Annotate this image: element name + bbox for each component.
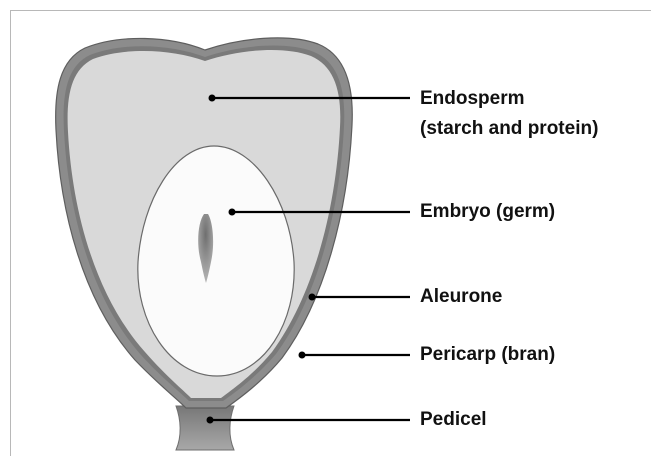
- endosperm-dot: [209, 95, 216, 102]
- pedicel-label: Pedicel: [420, 409, 487, 431]
- endosperm-sublabel: (starch and protein): [420, 118, 598, 140]
- aleurone-label: Aleurone: [420, 286, 502, 308]
- embryo-label: Embryo (germ): [420, 201, 555, 223]
- pericarp-dot: [299, 352, 306, 359]
- pericarp-label: Pericarp (bran): [420, 344, 555, 366]
- endosperm-label: Endosperm: [420, 88, 525, 110]
- aleurone-dot: [309, 294, 316, 301]
- embryo-dot: [229, 209, 236, 216]
- pedicel-shape: [176, 406, 234, 450]
- pedicel-dot: [207, 417, 214, 424]
